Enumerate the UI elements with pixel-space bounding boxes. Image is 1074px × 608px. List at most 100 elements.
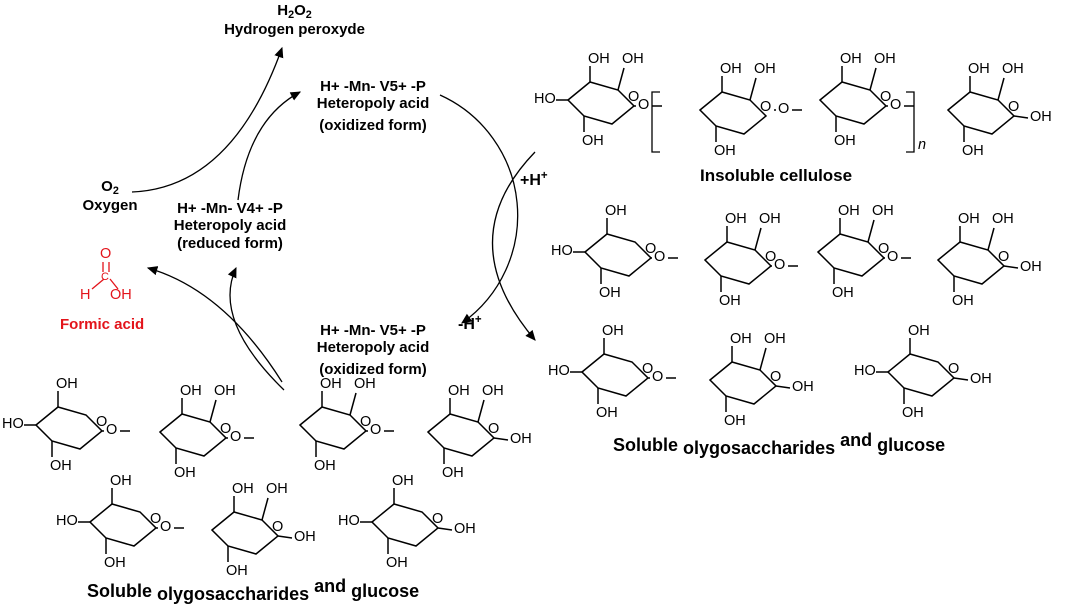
oh-19-b: OH [174,465,196,481]
oxygen-label: O2 Oxygen [70,178,150,215]
bond-10-d [987,227,995,251]
oh-9-b: OH [832,285,854,301]
sugar-ring-2 [818,81,888,125]
oh-15-e: OH [792,379,814,395]
oh-20-d: OH [354,376,376,392]
bond-0-d [617,67,625,91]
sugar-ring-20 [298,406,368,450]
ring-oxygen-17: O [948,361,960,377]
formic-atom-oh: OH [110,287,132,303]
ring-oxygen-8: O [765,249,777,265]
oh-18-b: OH [50,458,72,474]
cellulose-repeat-n: n [918,137,927,153]
proton-minus-label: -H+ [458,314,482,333]
oh-9-a: OH [838,203,860,219]
oh-2-a: OH [840,51,862,67]
oh-20-b: OH [314,458,336,474]
ring-oxygen-3: O [1008,99,1020,115]
sugar-ring-21 [426,413,496,457]
oh-8-d: OH [759,211,781,227]
hpa-oxidized-top: H+ -Mn- V5+ -P Heteropoly acid (oxidized… [316,78,430,134]
arrow-to-formic-acid [146,266,283,383]
oh-9-d: OH [872,203,894,219]
oh-26-b: OH [226,563,248,579]
sugar-ring-17 [886,353,956,397]
ring-oxygen-20: O [360,414,372,430]
ho-18: HO [2,416,24,432]
bond-19-d [209,399,217,423]
ring-oxygen-26: O [272,519,284,535]
formic-atom-o: O [100,246,112,262]
oh-26-d: OH [266,481,288,497]
bond-21-e [493,437,509,441]
oh-26-a: OH [232,481,254,497]
hpa-oxidized-bottom: H+ -Mn- V5+ -P Heteropoly acid (oxidized… [316,322,430,378]
oh-28-e: OH [454,521,476,537]
glyco-o-13: O [887,249,899,265]
cellulose-name: Insoluble cellulose [700,166,853,185]
ho-28: HO [338,513,360,529]
arrow-hpa-top-to-right [439,94,519,324]
ring-oxygen-10: O [998,249,1010,265]
formic-bond-c-oh [109,278,119,290]
sugar-ring-10 [936,241,1006,285]
oh-8-a: OH [725,211,747,227]
sugar-ring-14 [580,353,650,397]
sugar-rings-layer [24,66,1029,562]
ring-oxygen-21: O [488,421,500,437]
bond-17-e [953,377,969,381]
formic-atom-c: C [101,271,109,283]
sugar-ring-19 [158,413,228,457]
bond-20-d [349,392,357,416]
oh-3-d: OH [1002,61,1024,77]
oh-19-a: OH [180,383,202,399]
oh-8-b: OH [719,293,741,309]
oh-0-d: OH [622,51,644,67]
oh-21-a: OH [448,383,470,399]
oh-3-a: OH [968,61,990,77]
oh-10-e: OH [1020,259,1042,275]
glyco-o-23: O [230,429,242,445]
hpa-reduced: H+ -Mn- V4+ -P Heteropoly acid (reduced … [173,200,287,252]
glyco-o-22: O [106,422,118,438]
proton-plus-label: +H+ [520,170,548,189]
oh-21-b: OH [442,465,464,481]
bracket-left [651,91,660,153]
sugar-ring-25 [88,503,158,547]
ho-17: HO [854,363,876,379]
h2o2-label: H2O2 Hydrogen peroxyde [212,2,377,39]
bond-15-d [759,347,767,371]
oh-7-b: OH [599,285,621,301]
glyco-o-24: O [370,422,382,438]
ring-oxygen-18: O [96,414,108,430]
sugar-ring-8 [703,241,773,285]
oh-10-a: OH [958,211,980,227]
ho-0: HO [534,91,556,107]
ring-oxygen-19: O [220,421,232,437]
oh-15-a: OH [730,331,752,347]
oh-26-e: OH [294,529,316,545]
oh-2-d: OH [874,51,896,67]
ring-oxygen-25: O [150,511,162,527]
ho-25: HO [56,513,78,529]
sugar-ring-7 [583,233,653,277]
bond-26-e [277,535,293,539]
bond-10-e [1003,265,1019,269]
formic-bond-c-h [91,278,105,290]
oh-0-b: OH [582,133,604,149]
bond-8-d [754,227,762,251]
oh-25-b: OH [104,555,126,571]
oh-28-a: OH [392,473,414,489]
oh-14-a: OH [602,323,624,339]
oh-25-a: OH [110,473,132,489]
ring-oxygen-14: O [642,361,654,377]
soluble-bottom-caption: Soluble olygosaccharides and glucose [87,576,420,604]
glyco-o-4: O [638,97,650,113]
oh-1-a: OH [720,61,742,77]
oh-3-b: OH [962,143,984,159]
bond-26-d [261,497,269,521]
bond-3-d [997,77,1005,101]
oh-17-a: OH [908,323,930,339]
sugar-ring-3 [946,91,1016,135]
